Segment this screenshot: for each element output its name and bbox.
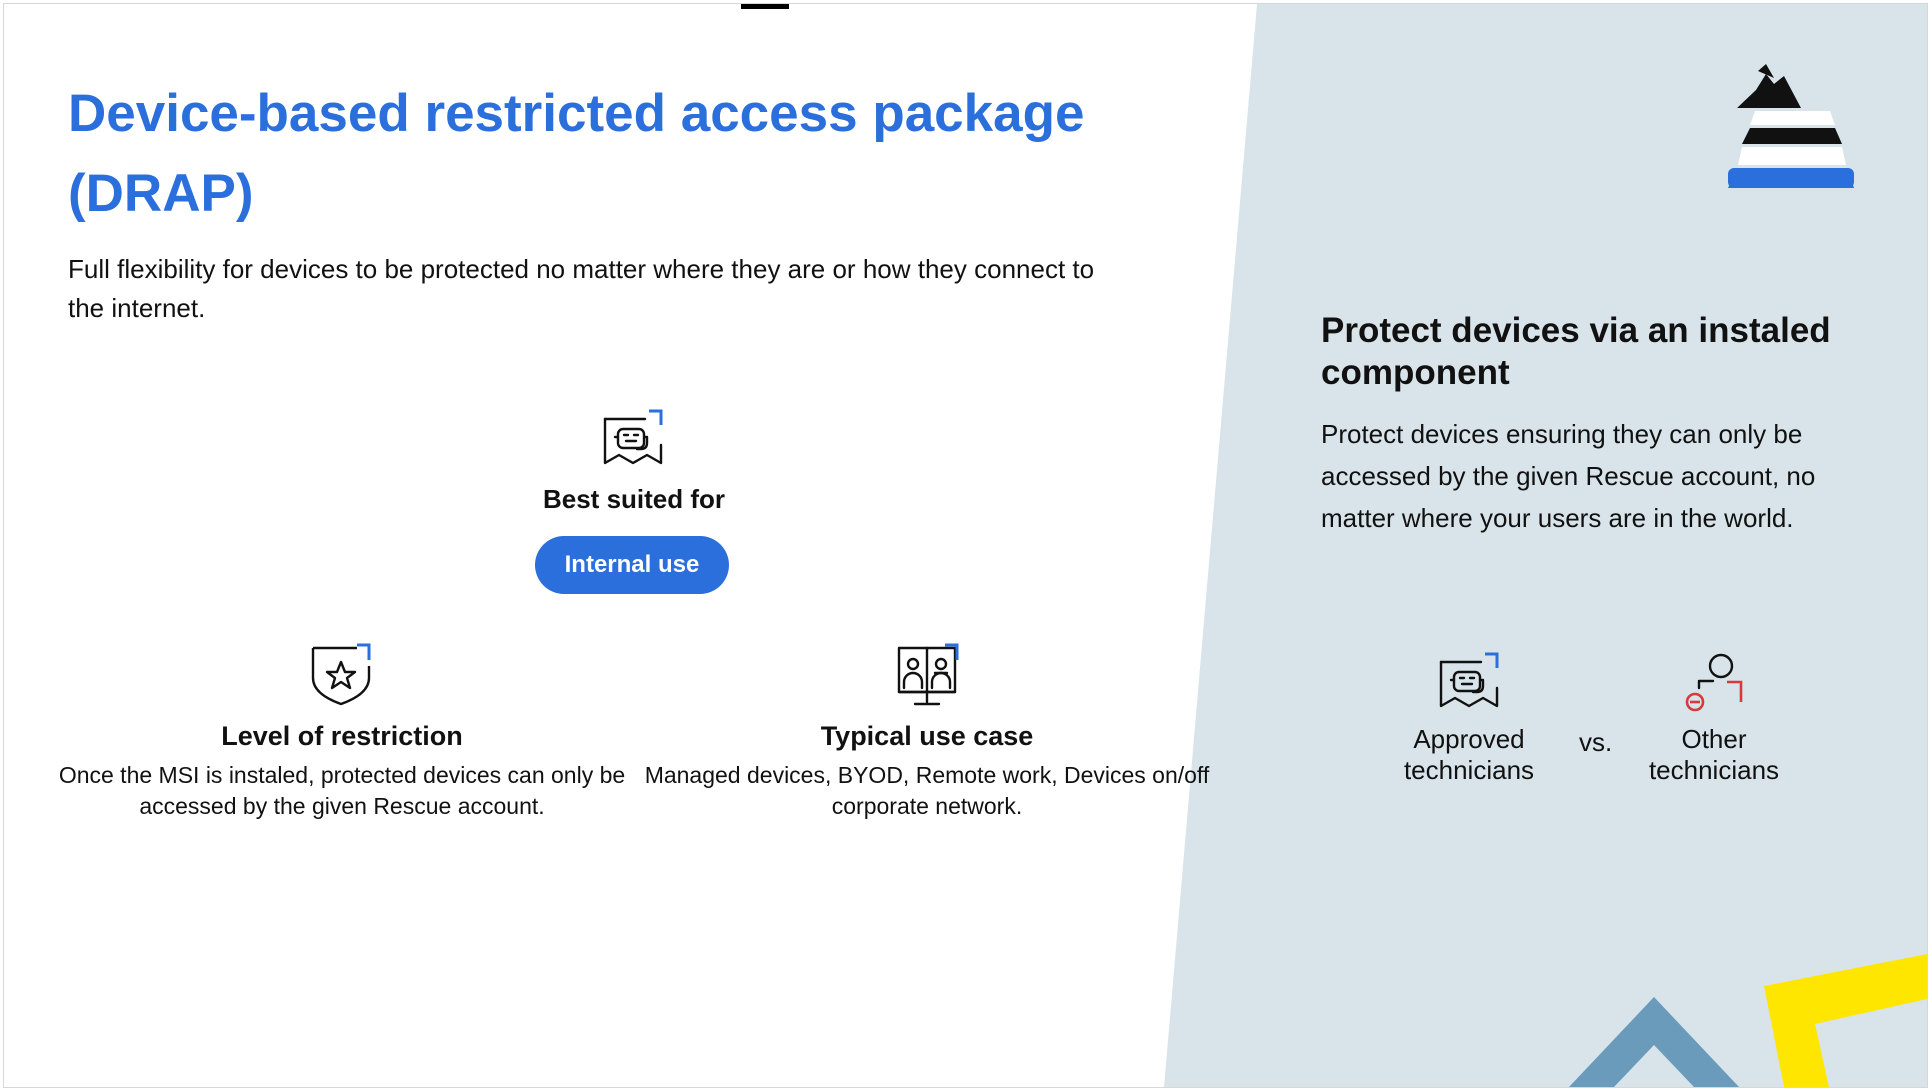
approved-technicians-label: Approved technicians bbox=[1403, 724, 1535, 785]
stacked-mountain-logo-icon bbox=[1728, 64, 1854, 188]
restriction-description: Once the MSI is instaled, protected devi… bbox=[58, 762, 626, 819]
technician-headset-icon bbox=[603, 409, 663, 465]
page-title: Device-based restricted access package (… bbox=[68, 84, 1085, 223]
chevron-up-decoration bbox=[1569, 997, 1739, 1087]
right-panel-title: Protect devices via an instaled componen… bbox=[1321, 311, 1831, 392]
page-subtitle: Full flexibility for devices to be prote… bbox=[68, 254, 1095, 323]
shield-star-icon bbox=[311, 643, 371, 706]
restriction-title: Level of restriction bbox=[221, 721, 463, 751]
best-suited-label: Best suited for bbox=[542, 484, 726, 514]
approved-technician-icon bbox=[1439, 652, 1499, 708]
use-case-card: Typical use case Managed devices, BYOD, … bbox=[627, 716, 1227, 822]
use-case-description: Managed devices, BYOD, Remote work, Devi… bbox=[644, 762, 1210, 819]
vs-label: vs. bbox=[1579, 727, 1613, 757]
use-case-title: Typical use case bbox=[820, 721, 1034, 751]
slide: Device-based restricted access package (… bbox=[3, 3, 1928, 1088]
blocked-user-icon bbox=[1685, 653, 1743, 712]
right-panel-description: Protect devices ensuring they can only b… bbox=[1321, 419, 1816, 533]
devices-users-icon bbox=[897, 643, 959, 706]
top-marker bbox=[741, 4, 789, 9]
internal-use-badge[interactable]: Internal use bbox=[535, 536, 729, 594]
restriction-card: Level of restriction Once the MSI is ins… bbox=[42, 716, 642, 822]
other-technicians-label: Other technicians bbox=[1648, 724, 1780, 785]
yellow-bracket-decoration bbox=[1764, 954, 1927, 1087]
